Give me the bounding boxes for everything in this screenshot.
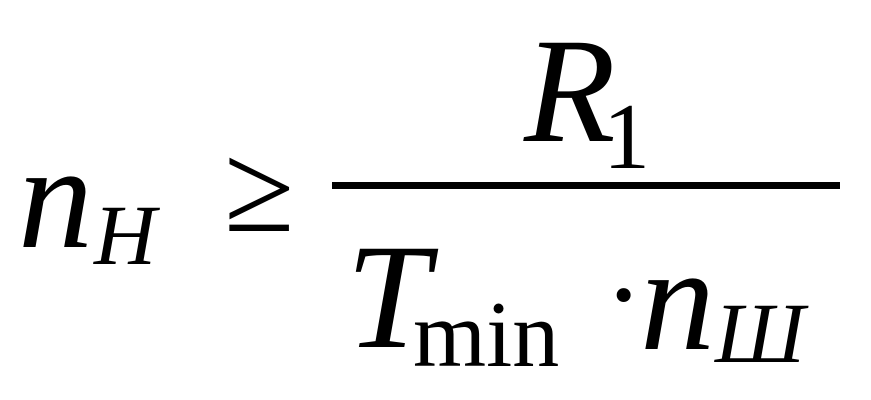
greater-or-equal-sign: ≥ [224, 117, 295, 259]
lhs-subscript: Н [94, 187, 157, 283]
denominator-subscript-sh: Ш [715, 285, 805, 381]
fraction-bar [332, 182, 840, 189]
denominator-variable-t: T [346, 214, 430, 380]
denominator-variable-n: n [640, 216, 715, 382]
multiplication-dot: · [604, 229, 644, 360]
lhs-variable-n: n [18, 114, 93, 280]
numerator-variable-r: R [524, 8, 616, 174]
numerator-subscript: 1 [603, 85, 650, 189]
denominator-subscript-min: min [413, 283, 560, 387]
